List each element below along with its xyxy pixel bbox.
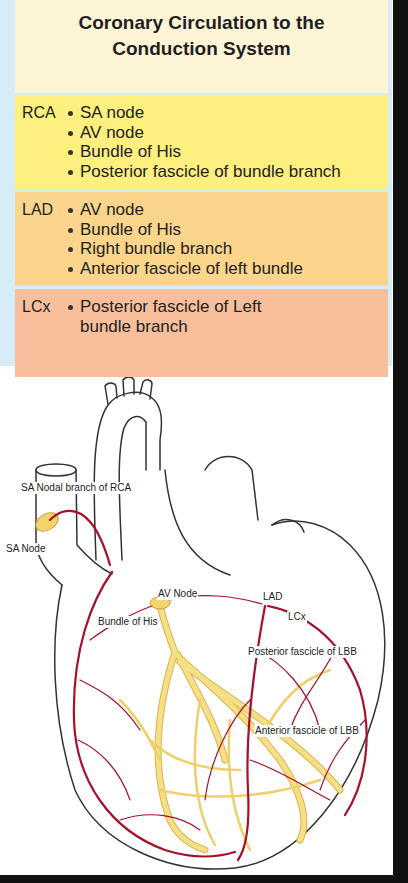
conduction-system xyxy=(33,509,340,850)
artery-name: RCA xyxy=(22,103,56,123)
anatomy-label: LCx xyxy=(287,611,307,623)
bullet-dot xyxy=(68,208,73,213)
artery-band: LAD AV nodeBundle of HisRight bundle bran… xyxy=(15,192,388,286)
supplied-structure: Posterior fascicle of Left bundle branch xyxy=(80,297,261,336)
artery-band: RCA SA nodeAV nodeBundle of HisPosterior … xyxy=(15,95,388,189)
bullet-dot xyxy=(68,305,73,310)
bullet-dot xyxy=(68,111,73,116)
bullet-dot xyxy=(68,228,73,233)
supplied-structure: Right bundle branch xyxy=(80,239,232,258)
anatomy-label: Bundle of His xyxy=(97,616,158,628)
anatomy-label: SA Node xyxy=(5,543,46,555)
anatomy-label: AV Node xyxy=(157,588,198,600)
coronary-arteries xyxy=(50,511,367,860)
supply-item: Bundle of His xyxy=(65,220,375,240)
anatomy-label: Anterior fascicle of LBB xyxy=(254,725,360,737)
supplied-structure: Bundle of His xyxy=(80,220,181,239)
frame-strip xyxy=(393,0,408,883)
supplied-structure: Anterior fascicle of left bundle xyxy=(80,259,303,278)
supply-list: AV nodeBundle of HisRight bundle branchA… xyxy=(65,200,375,278)
anatomy-label: SA Nodal branch of RCA xyxy=(20,482,132,494)
supplied-structure: Bundle of His xyxy=(80,142,181,161)
supply-list: Posterior fascicle of Left bundle branch xyxy=(65,297,285,336)
supply-item: Bundle of His xyxy=(65,142,375,162)
supply-item: Right bundle branch xyxy=(65,239,375,259)
bullet-dot xyxy=(68,131,73,136)
bullet-dot xyxy=(68,267,73,272)
supplied-structure: SA node xyxy=(80,103,144,122)
artery-name: LAD xyxy=(22,200,53,220)
supply-item: AV node xyxy=(65,123,375,143)
supply-item: Posterior fascicle of bundle branch xyxy=(65,162,375,182)
supply-item: SA node xyxy=(65,103,375,123)
title: Coronary Circulation to the Conduction S… xyxy=(42,0,362,62)
anatomy-label: Posterior fascicle of LBB xyxy=(247,646,358,658)
artery-band: LCx Posterior fascicle of Left bundle bra… xyxy=(15,289,388,377)
sa-node-shape xyxy=(33,509,62,535)
supply-item: Anterior fascicle of left bundle xyxy=(65,259,375,279)
supplied-structure: AV node xyxy=(80,123,144,142)
heart-outline xyxy=(36,377,385,869)
supply-item: AV node xyxy=(65,200,375,220)
title-band: Coronary Circulation to the Conduction S… xyxy=(15,0,388,93)
bullet-dot xyxy=(68,170,73,175)
supplied-structure: Posterior fascicle of bundle branch xyxy=(80,162,341,181)
bullet-dot xyxy=(68,150,73,155)
anatomy-label: LAD xyxy=(262,591,283,603)
supply-item: Posterior fascicle of Left bundle branch xyxy=(65,297,285,336)
supply-list: SA nodeAV nodeBundle of HisPosterior fas… xyxy=(65,103,375,181)
supplied-structure: AV node xyxy=(80,200,144,219)
artery-name: LCx xyxy=(22,297,50,317)
frame-strip xyxy=(0,875,408,883)
bullet-dot xyxy=(68,247,73,252)
